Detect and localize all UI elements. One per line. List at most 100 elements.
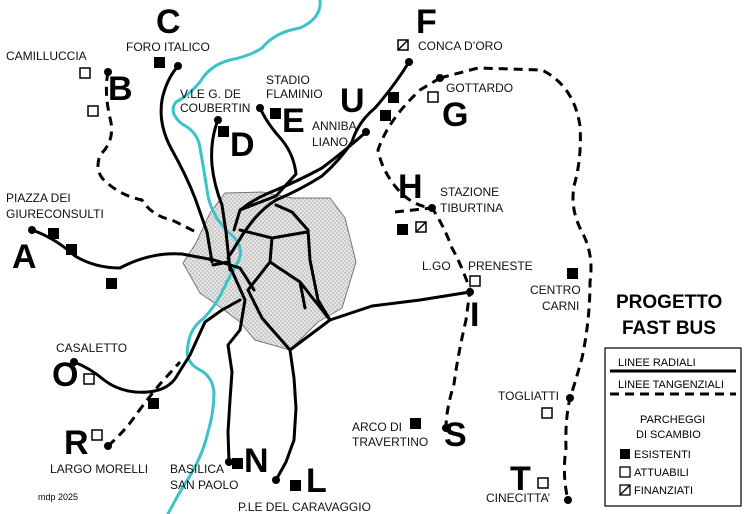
- legend-radial-label: LINEE RADIALI: [618, 357, 696, 369]
- legend-box: [604, 347, 742, 507]
- line-center-hub: [226, 260, 247, 464]
- parking-activatable-icon: [541, 407, 553, 419]
- parking-existing-icon: [397, 224, 408, 235]
- project-title-line-1: PROGETTO: [616, 292, 722, 313]
- line-center-ring: [238, 228, 332, 352]
- line-letter-g: G: [442, 96, 468, 134]
- label-basilica-1: BASILICA: [170, 462, 224, 476]
- parking-financed-icon: [397, 39, 409, 51]
- parking-existing-icon: [232, 458, 243, 469]
- stop-dot: [466, 288, 474, 296]
- stop-dot: [104, 442, 112, 450]
- label-arco-1: ARCO DI: [352, 420, 402, 434]
- line-letter-e: E: [282, 102, 305, 140]
- parking-existing-icon: [410, 418, 421, 429]
- parking-activatable-icon: [91, 429, 103, 441]
- parking-existing-icon: [148, 398, 159, 409]
- stop-dot: [174, 62, 182, 70]
- line-letter-l: L: [306, 462, 327, 500]
- stop-dot: [28, 226, 36, 234]
- stop-dot: [442, 424, 450, 432]
- label-camilluccia: CAMILLUCCIA: [6, 49, 87, 63]
- label-stazione-2: TIBURTINA: [440, 201, 503, 215]
- legend-activatable-icon: [619, 466, 631, 478]
- parking-activatable-icon: [427, 91, 439, 103]
- line-letter-t: T: [510, 460, 531, 498]
- label-piazza-2: GIURECONSULTI: [6, 207, 104, 221]
- label-basilica-2: SAN PAOLO: [170, 478, 238, 492]
- stop-dot: [272, 476, 280, 484]
- stop-dot: [405, 58, 413, 66]
- stop-dot: [225, 458, 233, 466]
- line-g-h-s-route: [439, 66, 593, 501]
- line-letter-n: N: [244, 442, 269, 480]
- line-h-branch: [394, 206, 433, 214]
- stop-dot: [256, 104, 264, 112]
- label-coubertin-2: COUBERTIN: [180, 101, 250, 115]
- line-h-route: [376, 76, 472, 429]
- stop-dot: [436, 74, 444, 82]
- legend-parking-title-1: PARCHEGGI: [640, 414, 705, 426]
- legend-tangential-label: LINEE TANGENZIALI: [618, 379, 724, 391]
- line-e-route: [232, 106, 298, 232]
- label-centro-1: CENTRO: [530, 283, 581, 297]
- parking-existing-icon: [290, 480, 301, 491]
- parking-activatable-icon: [87, 105, 99, 117]
- legend-financed-icon: [619, 484, 631, 496]
- parking-existing-icon: [154, 57, 165, 68]
- line-i-route: [274, 203, 472, 322]
- stop-dot: [362, 128, 370, 136]
- label-cinecitta: CINECITTA’: [486, 491, 550, 505]
- stop-dot: [214, 116, 222, 124]
- parking-existing-icon: [218, 126, 229, 137]
- parking-existing-icon: [567, 268, 578, 279]
- parking-existing-icon: [106, 278, 117, 289]
- line-a-route: [30, 228, 256, 292]
- label-largo-morelli: LARGO MORELLI: [50, 462, 148, 476]
- label-arco-2: TRAVERTINO: [352, 435, 428, 449]
- stop-dot: [70, 358, 78, 366]
- label-togliatti: TOGLIATTI: [498, 389, 559, 403]
- line-letter-r: R: [64, 424, 89, 462]
- line-f-route: [226, 60, 411, 260]
- line-center-left: [211, 260, 230, 267]
- stop-dots: [28, 58, 574, 504]
- legend-existing-label: ESISTENTI: [634, 449, 691, 461]
- label-centro-2: CARNI: [542, 299, 579, 313]
- parking-activatable-icon: [83, 373, 95, 385]
- line-d-route: [210, 118, 232, 272]
- line-letter-a: A: [12, 238, 37, 276]
- line-letter-s: S: [444, 416, 467, 454]
- label-prenestre: PRENESTE: [468, 259, 533, 273]
- legend-existing-icon: [620, 449, 630, 459]
- stop-dot: [566, 394, 574, 402]
- line-o-route: [72, 298, 242, 394]
- parking-existing-icon: [48, 228, 59, 239]
- line-letter-i: I: [470, 296, 479, 334]
- legend-activatable-label: ATTUABILI: [634, 467, 689, 479]
- parking-existing-icon: [66, 244, 77, 255]
- label-gottardo: GOTTARDO: [446, 81, 513, 95]
- parking-activatable-icon: [79, 67, 91, 79]
- label-annibaliano-2: LIANO: [312, 135, 348, 149]
- parking-activatable-icon: [469, 275, 481, 287]
- label-casaletto: CASALETTO: [56, 341, 127, 355]
- legend: LINEE RADIALI LINEE TANGENZIALI PARCHEGG…: [604, 347, 742, 507]
- tangential-lines: [96, 66, 593, 501]
- label-foro-italico: FORO ITALICO: [126, 40, 210, 54]
- parking-existing-icon: [270, 108, 281, 119]
- label-stadio-1: STADIO: [266, 73, 310, 87]
- river-tiber: [166, 0, 322, 514]
- label-annibaliano-1: ANNIBA: [312, 119, 357, 133]
- line-letters: C F B U G E D H A I O R S N L T: [12, 3, 531, 500]
- label-coubertin-1: V.LE G. DE: [180, 87, 241, 101]
- line-letter-f: F: [416, 3, 437, 41]
- line-letter-b: B: [108, 70, 133, 108]
- stop-dot: [104, 68, 112, 76]
- credit-text: mdp 2025: [38, 492, 78, 502]
- label-conca-doro: CONCA D’ORO: [418, 39, 503, 53]
- stop-dot: [564, 496, 572, 504]
- label-stazione-1: STAZIONE: [440, 185, 499, 199]
- parking-activatable-icon: [537, 477, 549, 489]
